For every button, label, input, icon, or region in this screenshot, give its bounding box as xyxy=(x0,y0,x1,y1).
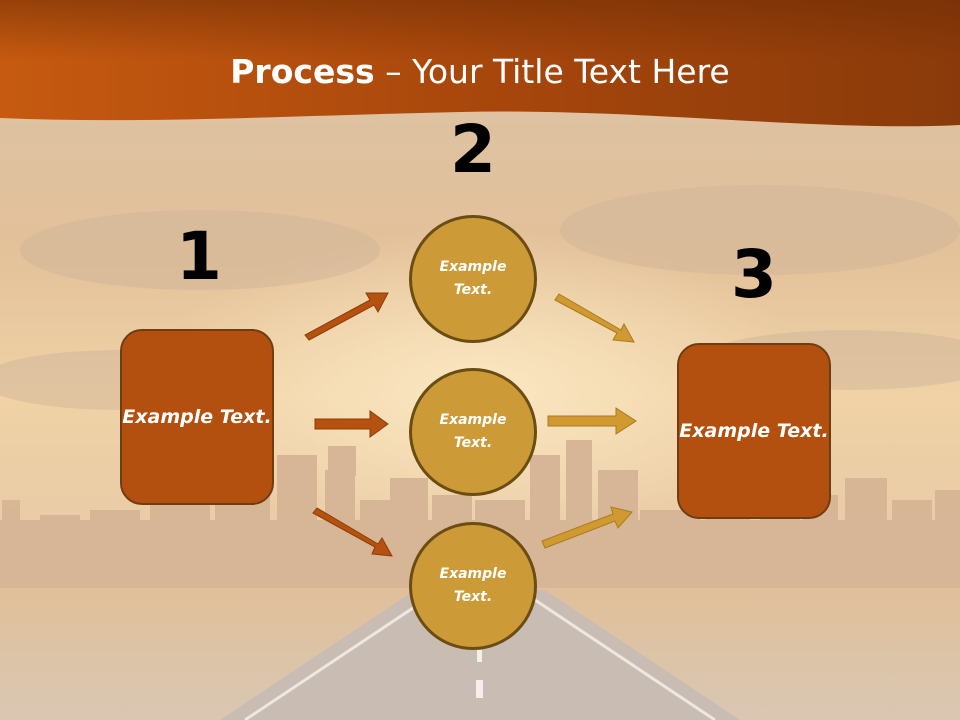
step-3-label: Example Text. xyxy=(679,419,829,442)
arrow-from-middle-circle xyxy=(547,407,637,435)
circle-bottom-label: Example Text. xyxy=(439,566,507,605)
step-number-2: 2 xyxy=(450,111,496,188)
arrow-from-bottom-circle xyxy=(541,506,633,549)
title-rest: – Your Title Text Here xyxy=(374,52,730,91)
step-2-circle-top: Example Text. xyxy=(409,215,537,343)
step-3-box: Example Text. xyxy=(677,343,831,519)
step-1-label: Example Text. xyxy=(122,405,272,428)
arrow-to-middle-circle xyxy=(314,410,389,438)
step-2-circle-bottom: Example Text. xyxy=(409,522,537,650)
step-number-1: 1 xyxy=(176,218,222,295)
step-1-box: Example Text. xyxy=(120,329,274,505)
circle-middle-label: Example Text. xyxy=(439,412,507,451)
circle-top-label: Example Text. xyxy=(439,259,507,298)
arrow-from-top-circle xyxy=(554,293,635,343)
step-number-3: 3 xyxy=(731,236,777,313)
step-2-circle-middle: Example Text. xyxy=(409,368,537,496)
arrow-to-bottom-circle xyxy=(312,507,393,557)
arrow-to-top-circle xyxy=(304,292,389,341)
slide-title: Process – Your Title Text Here xyxy=(0,52,960,91)
title-bold: Process xyxy=(230,52,375,91)
